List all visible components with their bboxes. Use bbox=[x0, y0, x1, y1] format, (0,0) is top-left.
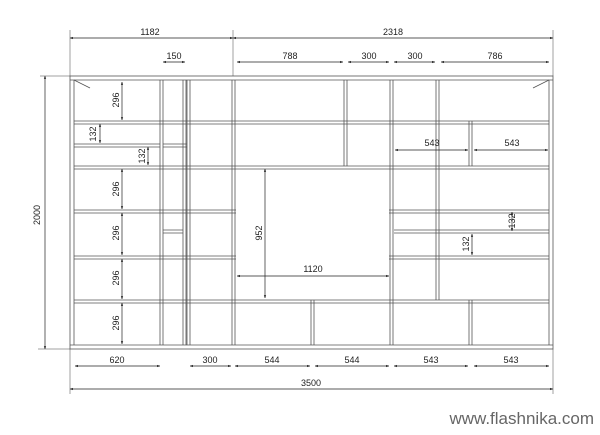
dim-3500: 3500 bbox=[301, 378, 321, 388]
cabinet-frame bbox=[69, 75, 554, 350]
dim-2000: 2000 bbox=[32, 205, 42, 225]
watermark: www.flashnika.com bbox=[448, 409, 594, 428]
dim-296-4: 296 bbox=[111, 270, 121, 285]
dim-543-upper-b: 543 bbox=[504, 138, 519, 148]
dim-300-bottom: 300 bbox=[202, 355, 217, 365]
dim-296-1: 296 bbox=[111, 92, 121, 107]
dim-132-2: 132 bbox=[137, 148, 147, 163]
bevel bbox=[73, 79, 91, 89]
bevel bbox=[532, 79, 550, 89]
dim-296-2: 296 bbox=[111, 181, 121, 196]
dim-544-b: 544 bbox=[344, 355, 359, 365]
dim-786: 786 bbox=[487, 51, 502, 61]
dim-132-1: 132 bbox=[88, 126, 98, 141]
dim-543-b: 543 bbox=[503, 355, 518, 365]
dim-150: 150 bbox=[166, 51, 181, 61]
dim-296-3: 296 bbox=[111, 225, 121, 240]
dim-300-a: 300 bbox=[361, 51, 376, 61]
dim-1120: 1120 bbox=[303, 264, 322, 274]
dimension-labels: 1182 2318 150 788 300 300 786 2000 296 1… bbox=[32, 27, 594, 428]
dim-788: 788 bbox=[282, 51, 297, 61]
dimension-lines bbox=[38, 30, 554, 394]
dim-132-right-b: 132 bbox=[461, 236, 471, 251]
dim-543-a: 543 bbox=[423, 355, 438, 365]
dim-1182: 1182 bbox=[140, 27, 159, 37]
dim-132-right-a: 132 bbox=[507, 213, 517, 228]
dim-296-5: 296 bbox=[111, 315, 121, 330]
dim-952: 952 bbox=[254, 225, 264, 240]
dim-544-a: 544 bbox=[264, 355, 279, 365]
outer-frame bbox=[69, 75, 554, 350]
dim-300-b: 300 bbox=[407, 51, 422, 61]
dim-543-upper-a: 543 bbox=[424, 138, 439, 148]
dim-2318: 2318 bbox=[383, 27, 403, 37]
tv-opening bbox=[236, 170, 389, 299]
dim-620: 620 bbox=[109, 355, 124, 365]
